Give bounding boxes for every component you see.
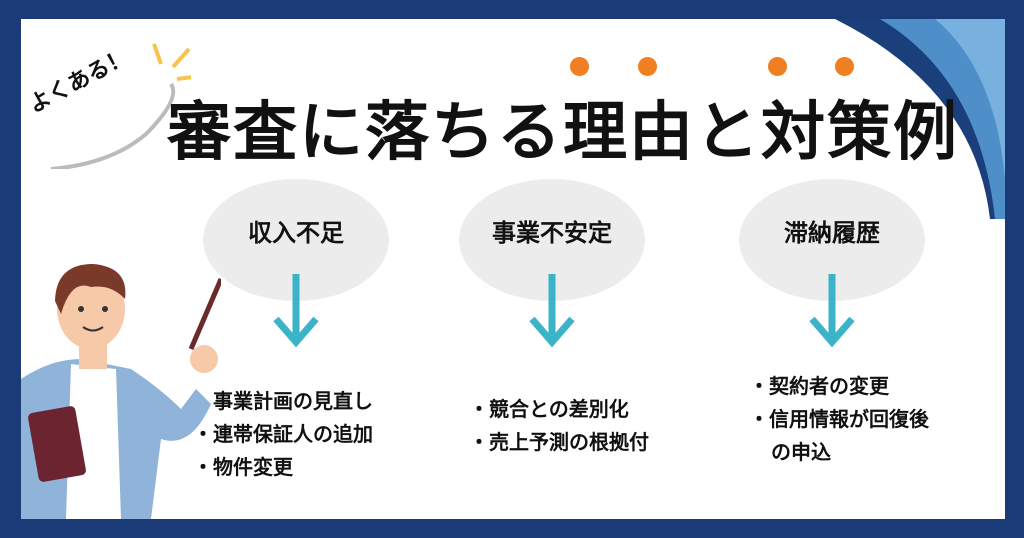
arrow-down-icon bbox=[273, 274, 319, 348]
arrow-down-icon bbox=[529, 274, 575, 348]
countermeasure-list-delinquency: 契約者の変更 信用情報が回復後 の申込 bbox=[749, 370, 929, 469]
list-item: 競合との差別化 bbox=[469, 393, 649, 426]
emphasis-dot bbox=[570, 57, 589, 76]
list-item: 事業計画の見直し bbox=[193, 385, 373, 418]
list-item-continuation: の申込 bbox=[771, 440, 831, 464]
arrow-down-icon bbox=[809, 274, 855, 348]
page-title: 審査に落ちる理由と対策例 bbox=[167, 96, 959, 170]
list-item: 信用情報が回復後 bbox=[749, 403, 929, 436]
presenter-illustration bbox=[21, 264, 221, 519]
emphasis-dot bbox=[835, 57, 854, 76]
emphasis-dot bbox=[768, 57, 787, 76]
countermeasure-list-business: 競合との差別化 売上予測の根拠付 bbox=[469, 393, 649, 459]
list-item: 連帯保証人の追加 bbox=[193, 418, 373, 451]
corner-decoration bbox=[835, 19, 1005, 219]
list-item: 物件変更 bbox=[193, 451, 373, 484]
list-item: 契約者の変更 bbox=[749, 370, 929, 403]
speech-swoosh bbox=[50, 43, 191, 169]
infographic-panel: よくある！ 審査に落ちる理由と対策例 収入不足 事業不安定 滞納履歴 事業計画の… bbox=[21, 19, 1005, 519]
emphasis-dot bbox=[638, 57, 657, 76]
countermeasure-list-income: 事業計画の見直し 連帯保証人の追加 物件変更 bbox=[193, 385, 373, 484]
list-item: 売上予測の根拠付 bbox=[469, 426, 649, 459]
